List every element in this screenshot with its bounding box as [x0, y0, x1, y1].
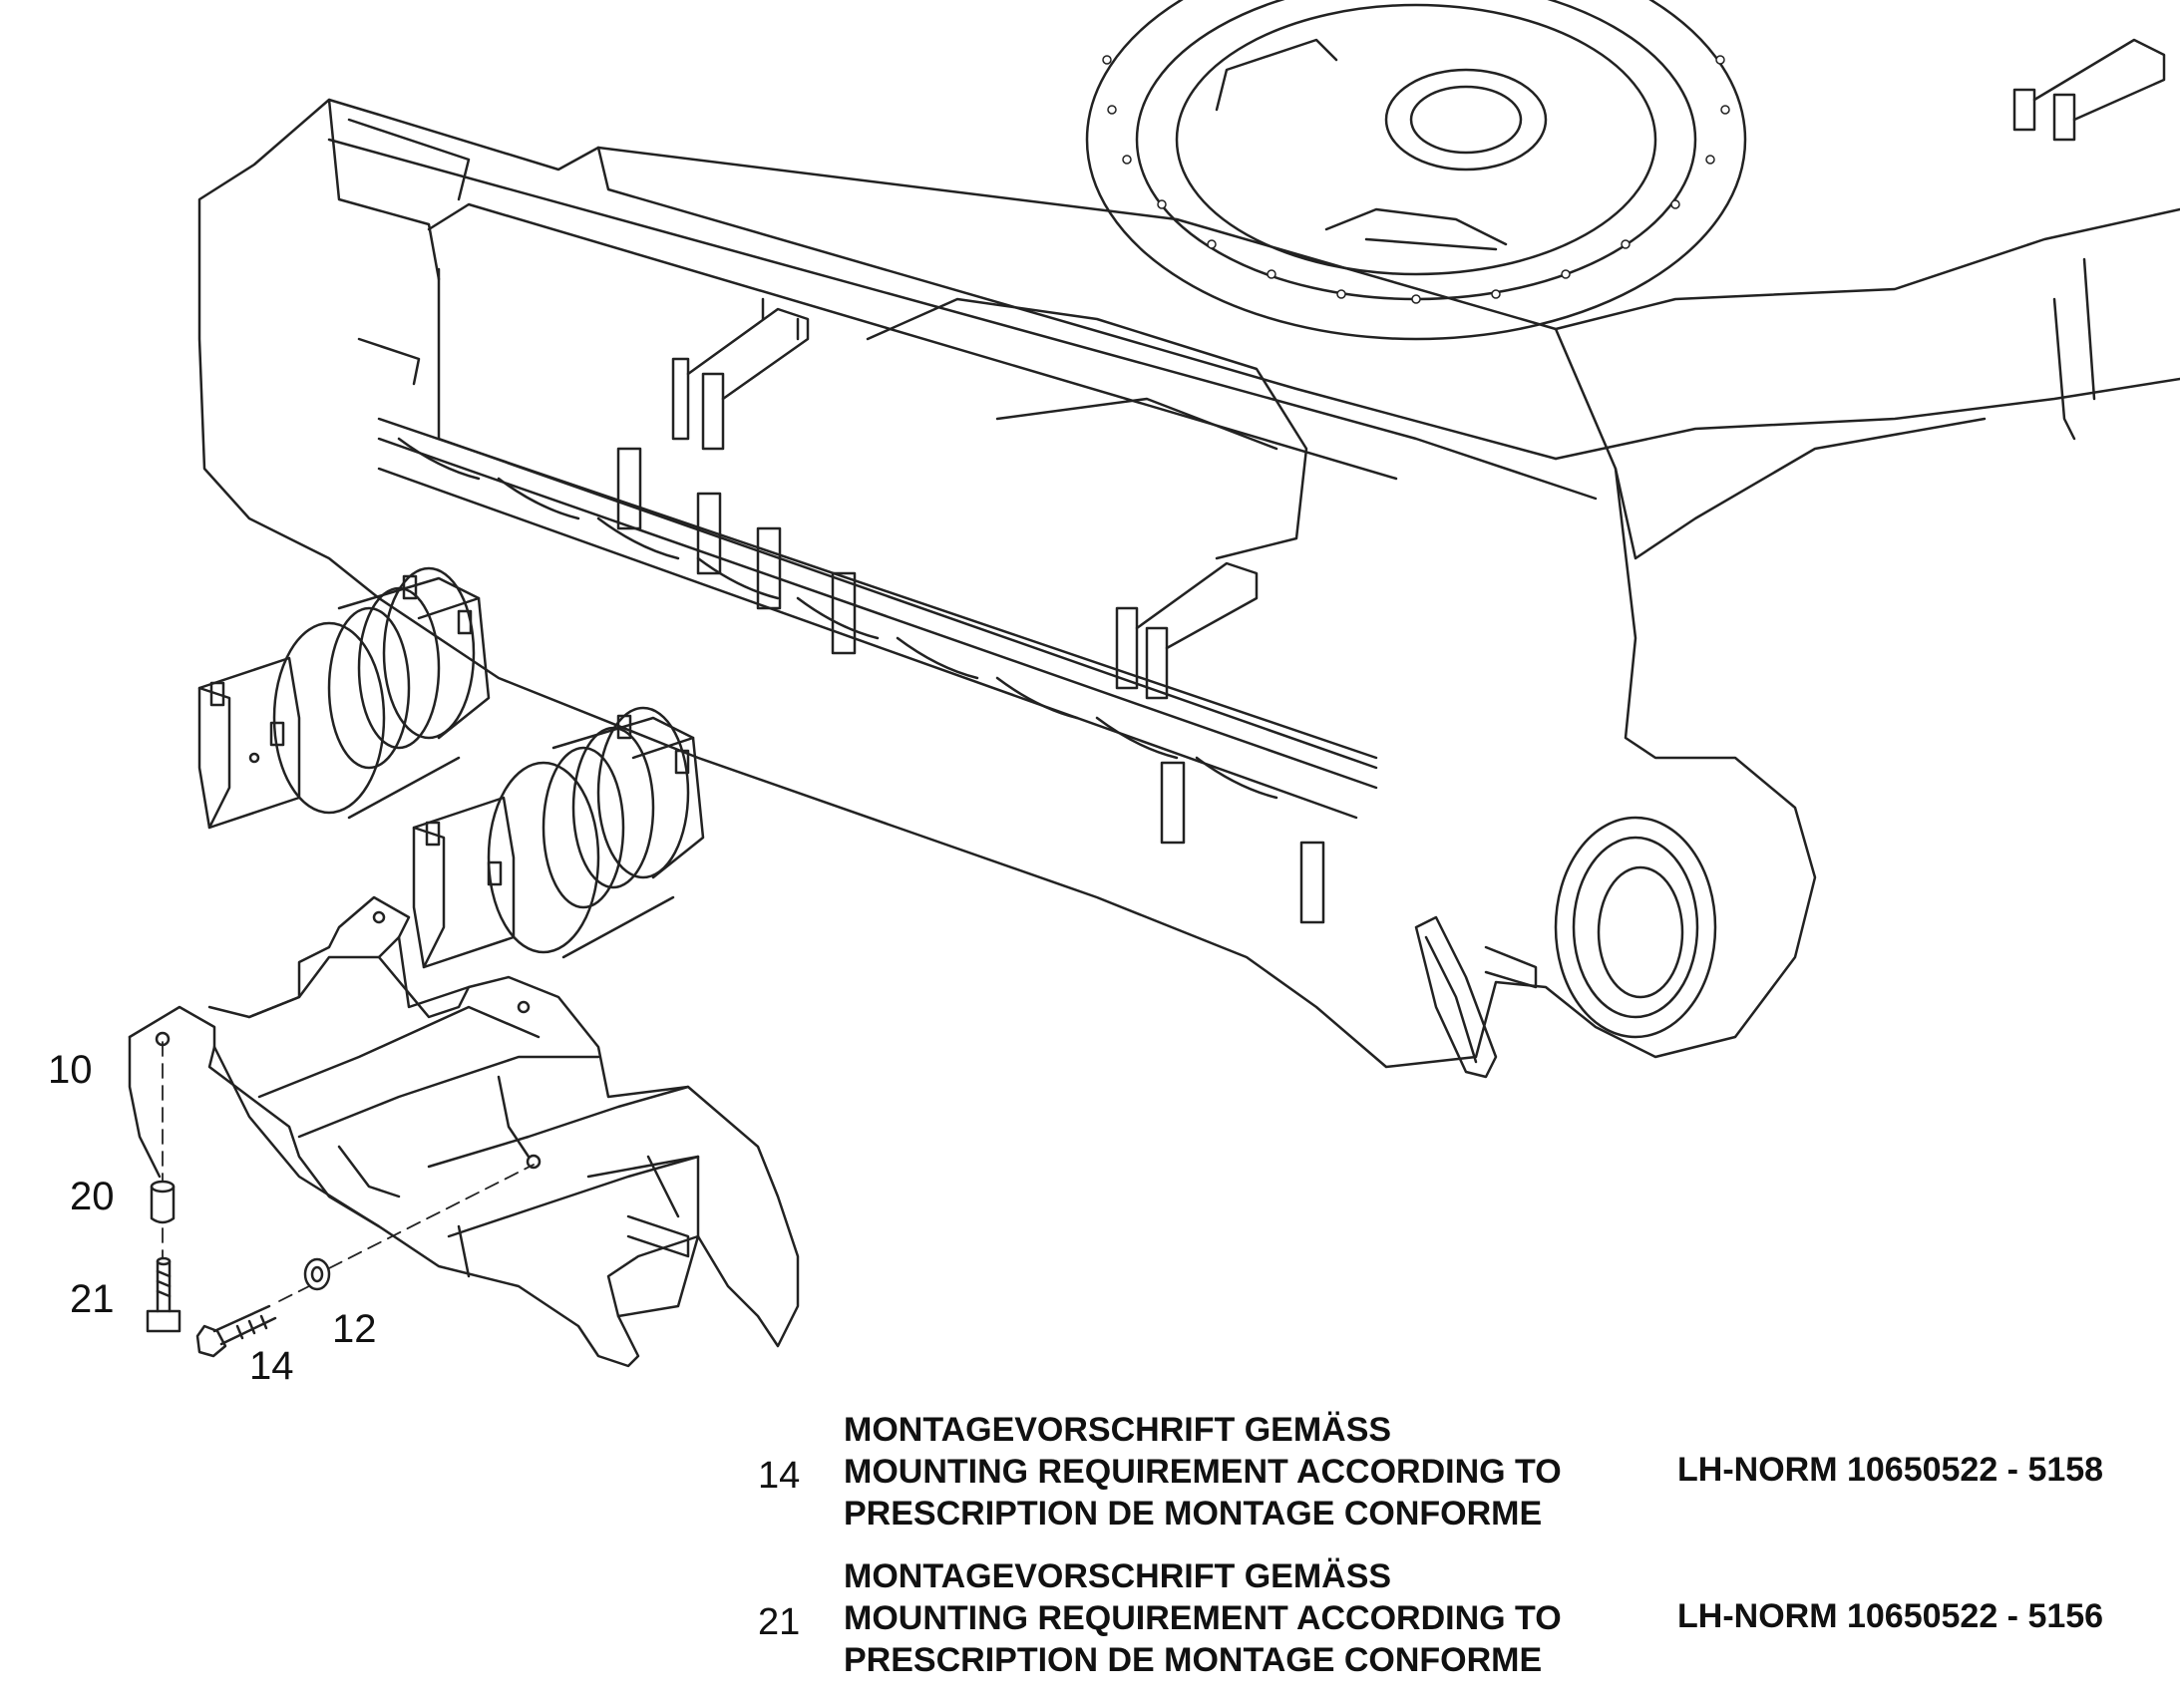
note-norm: LH-NORM 10650522 - 5158: [1677, 1451, 2104, 1489]
note-line-en: MOUNTING REQUIREMENT ACCORDING TO: [844, 1453, 1562, 1491]
note-line-fr: PRESCRIPTION DE MONTAGE CONFORME: [844, 1495, 1543, 1533]
note-position: 14: [758, 1455, 801, 1497]
bolt-part-21: [146, 1256, 182, 1333]
undercarriage-frame: [197, 0, 2180, 1079]
note-line-fr: PRESCRIPTION DE MONTAGE CONFORME: [844, 1641, 1543, 1679]
callout-20: 20: [70, 1175, 115, 1218]
note-norm: LH-NORM 10650522 - 5156: [1677, 1597, 2104, 1635]
track-guide-part-10: [128, 895, 800, 1368]
callout-14: 14: [249, 1344, 294, 1388]
note-line-de: MONTAGEVORSCHRIFT GEMÄSS: [844, 1411, 1392, 1449]
note-text: MONTAGEVORSCHRIFT GEMÄSS MOUNTING REQUIR…: [844, 1409, 1562, 1535]
note-text: MONTAGEVORSCHRIFT GEMÄSS MOUNTING REQUIR…: [844, 1555, 1562, 1681]
assembly-axis-lines: [162, 1041, 535, 1302]
note-line-de: MONTAGEVORSCHRIFT GEMÄSS: [844, 1557, 1392, 1595]
note-line-en: MOUNTING REQUIREMENT ACCORDING TO: [844, 1599, 1562, 1637]
bushing-part-20: [150, 1180, 176, 1224]
carrier-roller-upper: [197, 566, 491, 830]
washer-part-12: [303, 1257, 331, 1291]
callout-10: 10: [48, 1048, 93, 1092]
note-position: 21: [758, 1601, 801, 1643]
callout-12: 12: [332, 1307, 377, 1351]
callout-21: 21: [70, 1277, 115, 1321]
bolt-part-14: [195, 1304, 277, 1358]
carrier-roller-lower: [412, 706, 705, 969]
